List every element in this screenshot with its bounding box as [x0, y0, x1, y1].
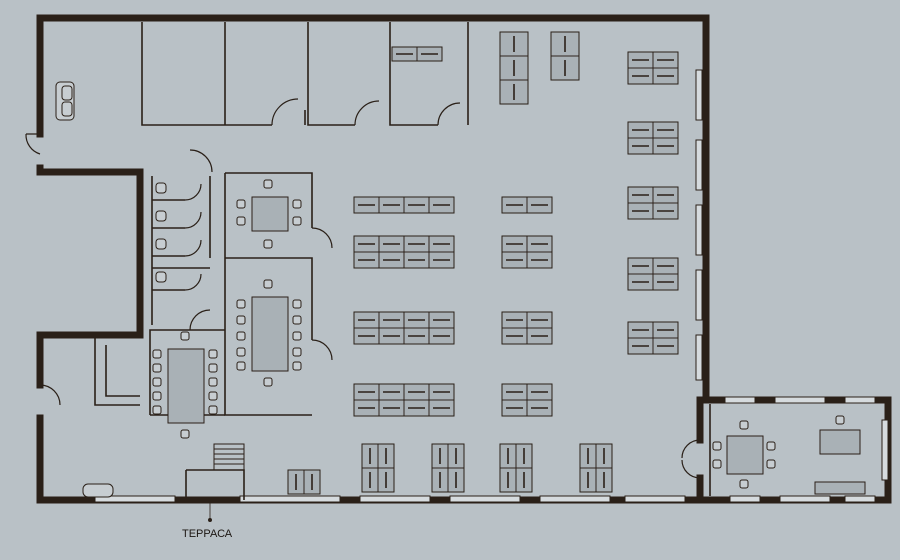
chair [152, 391, 162, 401]
chair [292, 216, 302, 226]
chair [739, 479, 749, 489]
chair [208, 363, 218, 373]
chair [152, 405, 162, 415]
chair [152, 363, 162, 373]
desk-cluster [501, 196, 553, 214]
chair [292, 331, 302, 341]
chair [712, 459, 722, 469]
chair [292, 347, 302, 357]
desk [526, 196, 553, 214]
chair [208, 349, 218, 359]
desk-cluster [627, 321, 679, 355]
chair [152, 349, 162, 359]
chair [739, 420, 749, 430]
chair [180, 429, 190, 439]
chair [236, 331, 246, 341]
desk [526, 251, 553, 269]
chair [152, 377, 162, 387]
chair [236, 347, 246, 357]
interior-walls [94, 22, 711, 500]
chair [292, 315, 302, 325]
desk-cluster [499, 31, 529, 105]
desk [652, 337, 679, 355]
desk-cluster [627, 51, 679, 85]
chair [263, 279, 273, 289]
chair [766, 459, 776, 469]
desk [447, 467, 465, 493]
armchair-bottom-left [82, 483, 114, 498]
chair [208, 391, 218, 401]
desk [428, 327, 455, 345]
desk [652, 137, 679, 155]
desk-cluster [501, 383, 553, 417]
desk [652, 273, 679, 291]
chair [263, 239, 273, 249]
desk [652, 67, 679, 85]
chair [292, 299, 302, 309]
chair [208, 377, 218, 387]
chair [292, 199, 302, 209]
meeting-table-small [251, 196, 289, 232]
chair [236, 315, 246, 325]
meeting-tables [167, 196, 866, 495]
chair [263, 377, 273, 387]
desk [526, 399, 553, 417]
desk [652, 202, 679, 220]
windows [94, 69, 889, 503]
exterior-walls [36, 14, 892, 504]
meeting-table-left [167, 348, 205, 424]
desk-cluster [287, 469, 321, 495]
chair [263, 179, 273, 189]
desk-cluster [501, 311, 553, 345]
chair [835, 415, 845, 425]
desk [377, 467, 395, 493]
desk-cluster [391, 46, 443, 62]
stairs [208, 443, 245, 522]
desk [428, 399, 455, 417]
chair [236, 361, 246, 371]
chair [712, 441, 722, 451]
chair [236, 199, 246, 209]
desk [550, 55, 580, 81]
chair [236, 299, 246, 309]
desk [499, 79, 529, 105]
desk-cluster [550, 31, 580, 81]
desk [303, 469, 321, 495]
desk-cluster [579, 443, 613, 493]
sofa [55, 81, 75, 121]
desk [515, 467, 533, 493]
desk-cluster [431, 443, 465, 493]
doors [25, 98, 701, 479]
desk-cluster [499, 443, 533, 493]
desk [416, 46, 443, 62]
desk-cluster [627, 186, 679, 220]
desk-cluster [353, 311, 455, 345]
desk-cluster [361, 443, 395, 493]
desk [595, 467, 613, 493]
chair [208, 405, 218, 415]
desk [428, 196, 455, 214]
desk-cluster [627, 257, 679, 291]
desk-cluster [353, 235, 455, 269]
desk-cluster [627, 121, 679, 155]
desk [428, 251, 455, 269]
desk-cluster [501, 235, 553, 269]
desk [526, 327, 553, 345]
chair [292, 361, 302, 371]
toilets [155, 182, 167, 283]
chair [766, 441, 776, 451]
corner-office-desk [819, 429, 861, 455]
corner-office-table [726, 435, 764, 475]
desk-cluster [353, 196, 455, 214]
chair [180, 331, 190, 341]
meeting-table-large [251, 296, 289, 372]
workstations [287, 31, 679, 495]
desk-cluster [353, 383, 455, 417]
chair [236, 216, 246, 226]
corner-office-cabinet [814, 481, 866, 495]
terrace-label: ТЕРРАСА [182, 528, 233, 540]
chairs [152, 179, 845, 489]
